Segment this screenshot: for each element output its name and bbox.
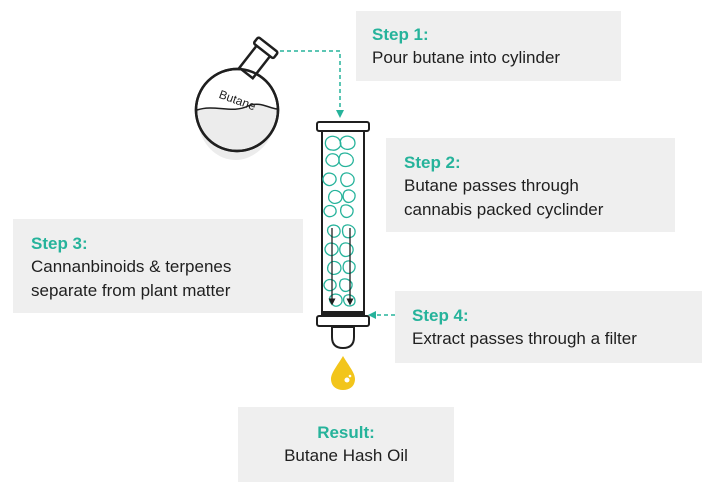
step-2-text-line-1: Butane passes through — [404, 176, 579, 195]
step-3-box: Step 3: Cannanbinoids & terpenes separat… — [13, 219, 303, 313]
step-1-box: Step 1: Pour butane into cylinder — [356, 11, 621, 81]
step-3-text-line-1: Cannanbinoids & terpenes — [31, 257, 232, 276]
step-2-text-line-2: cannabis packed cyclinder — [404, 200, 604, 219]
plant-matter — [322, 135, 356, 307]
result-title: Result: — [317, 423, 375, 442]
flask-icon — [194, 36, 280, 160]
step-4-box: Step 4: Extract passes through a filter — [395, 291, 702, 363]
pour-connector — [280, 50, 344, 118]
step-3-title: Step 3: — [31, 234, 88, 253]
oil-drop-icon — [331, 356, 355, 390]
result-text: Butane Hash Oil — [284, 446, 408, 465]
step-2-box: Step 2: Butane passes through cannabis p… — [386, 138, 675, 232]
step-1-text: Pour butane into cylinder — [372, 48, 561, 67]
step-1-title: Step 1: — [372, 25, 429, 44]
step-3-text-line-2: separate from plant matter — [31, 281, 231, 300]
result-box: Result: Butane Hash Oil — [238, 407, 454, 482]
step-2-title: Step 2: — [404, 153, 461, 172]
step-4-text: Extract passes through a filter — [412, 329, 637, 348]
step-4-title: Step 4: — [412, 306, 469, 325]
extraction-cylinder — [316, 121, 370, 350]
